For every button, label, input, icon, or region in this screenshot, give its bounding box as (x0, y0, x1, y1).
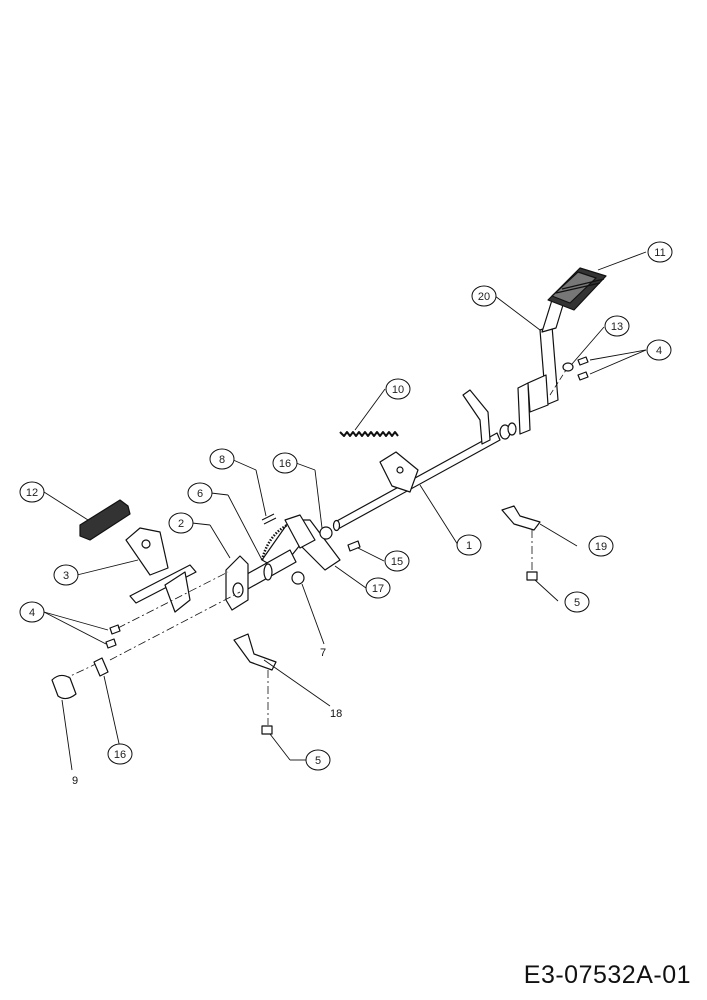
callout-circle (456, 534, 482, 556)
callout-number: 8 (219, 454, 225, 466)
callout-c17: 17 (365, 577, 391, 599)
callout-circle (168, 512, 194, 534)
callout-number: 5 (574, 597, 580, 609)
callout-circle (384, 550, 410, 572)
pin-8 (261, 513, 277, 525)
bushing-16-upper (319, 526, 333, 540)
callout-c6: 6 (187, 482, 213, 504)
callout-number: 19 (595, 541, 607, 553)
callout-number: 11 (654, 247, 665, 259)
callout-circle (19, 481, 45, 503)
pedal-arm (517, 294, 567, 435)
cap-9 (51, 674, 77, 700)
screw-5-right (526, 571, 538, 581)
pedal-bracket-3 (125, 527, 197, 613)
callout-circle (272, 452, 298, 474)
callout-c16a: 16 (272, 452, 298, 474)
bolt-15 (347, 540, 361, 552)
callout-c3: 3 (53, 564, 79, 586)
callout-number: 16 (114, 749, 126, 761)
callout-c12: 12 (19, 481, 45, 503)
callout-number: 4 (656, 345, 662, 357)
screw-5-lower (261, 725, 273, 735)
callout-c8: 8 (209, 448, 235, 470)
bracket-19 (501, 505, 541, 531)
label-9: 9 (72, 775, 78, 787)
callout-circle (564, 591, 590, 613)
callout-number: 13 (611, 321, 623, 333)
callout-circle (471, 285, 497, 307)
leader-lines (43, 251, 647, 771)
callout-c13: 13 (604, 315, 630, 337)
callout-c5b: 5 (305, 749, 331, 771)
shaft-bracket (462, 389, 491, 445)
spring-bracket (379, 451, 419, 493)
callout-c1: 1 (456, 534, 482, 556)
callout-c19: 19 (588, 535, 614, 557)
callout-circle (365, 577, 391, 599)
bar-12 (79, 499, 131, 541)
callout-circle (209, 448, 235, 470)
callout-circle (385, 378, 411, 400)
pedal-pad (547, 267, 607, 311)
callout-c15: 15 (384, 550, 410, 572)
callout-bubbles: 11 20 13 4 10 8 16 6 12 2 1 19 15 17 3 5 4 16 5 (19, 241, 673, 771)
callout-number: 1 (466, 540, 472, 552)
callout-circle (305, 749, 331, 771)
callout-c11: 11 (647, 241, 673, 263)
callout-c4a: 4 (646, 339, 672, 361)
callout-number: 10 (392, 384, 404, 396)
callout-c5a: 5 (564, 591, 590, 613)
callout-circle (604, 315, 630, 337)
callout-c16b: 16 (107, 743, 133, 765)
callout-circle (187, 482, 213, 504)
bushing-16-lower (93, 657, 109, 677)
callout-circle (647, 241, 673, 263)
callout-number: 3 (63, 570, 69, 582)
callout-c10: 10 (385, 378, 411, 400)
callout-number: 5 (315, 755, 321, 767)
main-shaft (332, 422, 517, 532)
callout-number: 20 (478, 291, 490, 303)
callout-number: 6 (197, 488, 203, 500)
callout-c2: 2 (168, 512, 194, 534)
callout-c20: 20 (471, 285, 497, 307)
label-7: 7 (320, 647, 326, 659)
bolts-4-upper (577, 356, 589, 381)
callout-c4b: 4 (19, 601, 45, 623)
callout-number: 15 (391, 556, 403, 568)
callout-circle (19, 601, 45, 623)
callout-number: 2 (178, 518, 184, 530)
washer-13 (562, 362, 574, 372)
nut-7 (291, 571, 305, 585)
callout-circle (588, 535, 614, 557)
spring (339, 431, 399, 437)
callout-number: 16 (279, 458, 291, 470)
callout-circle (107, 743, 133, 765)
callout-circle (53, 564, 79, 586)
callout-number: 17 (372, 583, 384, 595)
bracket-18 (233, 633, 277, 671)
callout-number: 4 (29, 607, 35, 619)
callout-circle (646, 339, 672, 361)
callout-number: 12 (26, 487, 38, 499)
bolts-4-lower (105, 624, 121, 649)
label-18: 18 (330, 708, 342, 720)
document-code: E3-07532A-01 (523, 961, 691, 989)
parts-artwork (51, 267, 607, 735)
